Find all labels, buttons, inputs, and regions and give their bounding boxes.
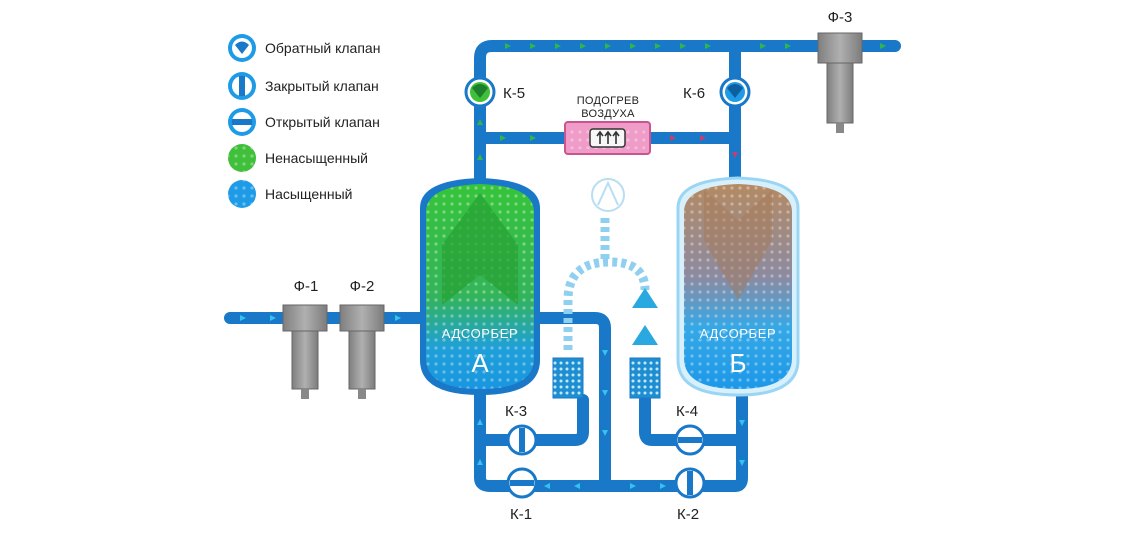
adsorber-a: АДСОРБЕР А: [420, 178, 540, 395]
valve-k4: К-4: [674, 403, 706, 456]
saturated-marker-icon: [228, 180, 256, 208]
k3-line-pipe: [474, 394, 589, 446]
valve-k5-label: К-5: [503, 85, 525, 102]
adsorber-a-letter: А: [471, 348, 489, 378]
valve-k2-label: К-2: [677, 506, 699, 523]
flow-arrows-green: [477, 43, 886, 160]
heat-arrows-icon: [596, 130, 620, 144]
adsorber-b-title: АДСОРБЕР: [700, 326, 776, 341]
filter-f2-label: Ф-2: [350, 278, 375, 295]
filter-f1-label: Ф-1: [294, 278, 319, 295]
purge-dashed-line: [563, 218, 650, 350]
heater-label-line1: ПОДОГРЕВ: [577, 95, 640, 107]
legend-item-saturated: Насыщенный: [228, 180, 352, 208]
legend-item-open-valve: Открытый клапан: [228, 108, 380, 136]
filter-f3: Ф-3: [817, 9, 863, 133]
check-valve-icon: [228, 34, 256, 62]
silencer-right: [629, 357, 661, 399]
valve-k6-label: К-6: [683, 85, 705, 102]
purge-arrow-2: [632, 325, 658, 345]
filter-f3-label: Ф-3: [828, 9, 853, 26]
unsaturated-marker-icon: [228, 144, 256, 172]
purge-indicator-icon: [591, 178, 625, 212]
top-pipe: [474, 40, 901, 184]
adsorber-b-letter: Б: [729, 348, 746, 378]
valve-k3: К-3: [505, 403, 538, 456]
adsorber-b-flow-shade: [704, 190, 772, 300]
a-bottom-loop-pipe: [474, 389, 748, 492]
valve-k1-label: К-1: [510, 506, 532, 523]
a-side-pipe: [534, 312, 611, 492]
flow-arrows-red: [670, 135, 738, 158]
valve-k3-label: К-3: [505, 403, 527, 420]
legend-label: Обратный клапан: [265, 40, 380, 56]
k4-line-pipe: [639, 394, 748, 446]
adsorber-a-title: АДСОРБЕР: [442, 326, 518, 341]
valve-k1: К-1: [506, 467, 538, 523]
closed-valve-icon: [228, 72, 256, 100]
legend-label: Закрытый клапан: [265, 78, 379, 94]
adsorber-b: АДСОРБЕР Б: [676, 176, 800, 397]
legend-item-unsaturated: Ненасыщенный: [228, 144, 368, 172]
flow-arrows-cyan: [240, 315, 745, 489]
valve-k2: К-2: [674, 467, 706, 523]
check-valve-symbol-icon: [727, 84, 743, 98]
legend: Обратный клапан Закрытый клапан Открытый…: [228, 34, 380, 208]
heater-label-line2: ВОЗДУХА: [581, 108, 635, 120]
valve-k5: К-5: [464, 76, 525, 108]
check-valve-symbol-icon: [472, 84, 488, 98]
filter-f1: Ф-1: [282, 278, 328, 399]
open-valve-icon: [228, 108, 256, 136]
silencer-left: [552, 357, 584, 399]
valve-k6: К-6: [683, 76, 751, 108]
legend-item-closed-valve: Закрытый клапан: [228, 72, 379, 100]
legend-label: Ненасыщенный: [265, 150, 368, 166]
legend-item-check-valve: Обратный клапан: [228, 34, 380, 62]
filter-f2: Ф-2: [339, 278, 385, 399]
purge-arrow-1: [632, 288, 658, 308]
legend-label: Насыщенный: [265, 186, 352, 202]
legend-label: Открытый клапан: [265, 114, 380, 130]
air-heater: ПОДОГРЕВ ВОЗДУХА: [564, 95, 651, 155]
valve-k4-label: К-4: [676, 403, 698, 420]
heater-line-pipe: [474, 132, 741, 184]
adsorber-a-flow-arrow: [442, 193, 518, 305]
